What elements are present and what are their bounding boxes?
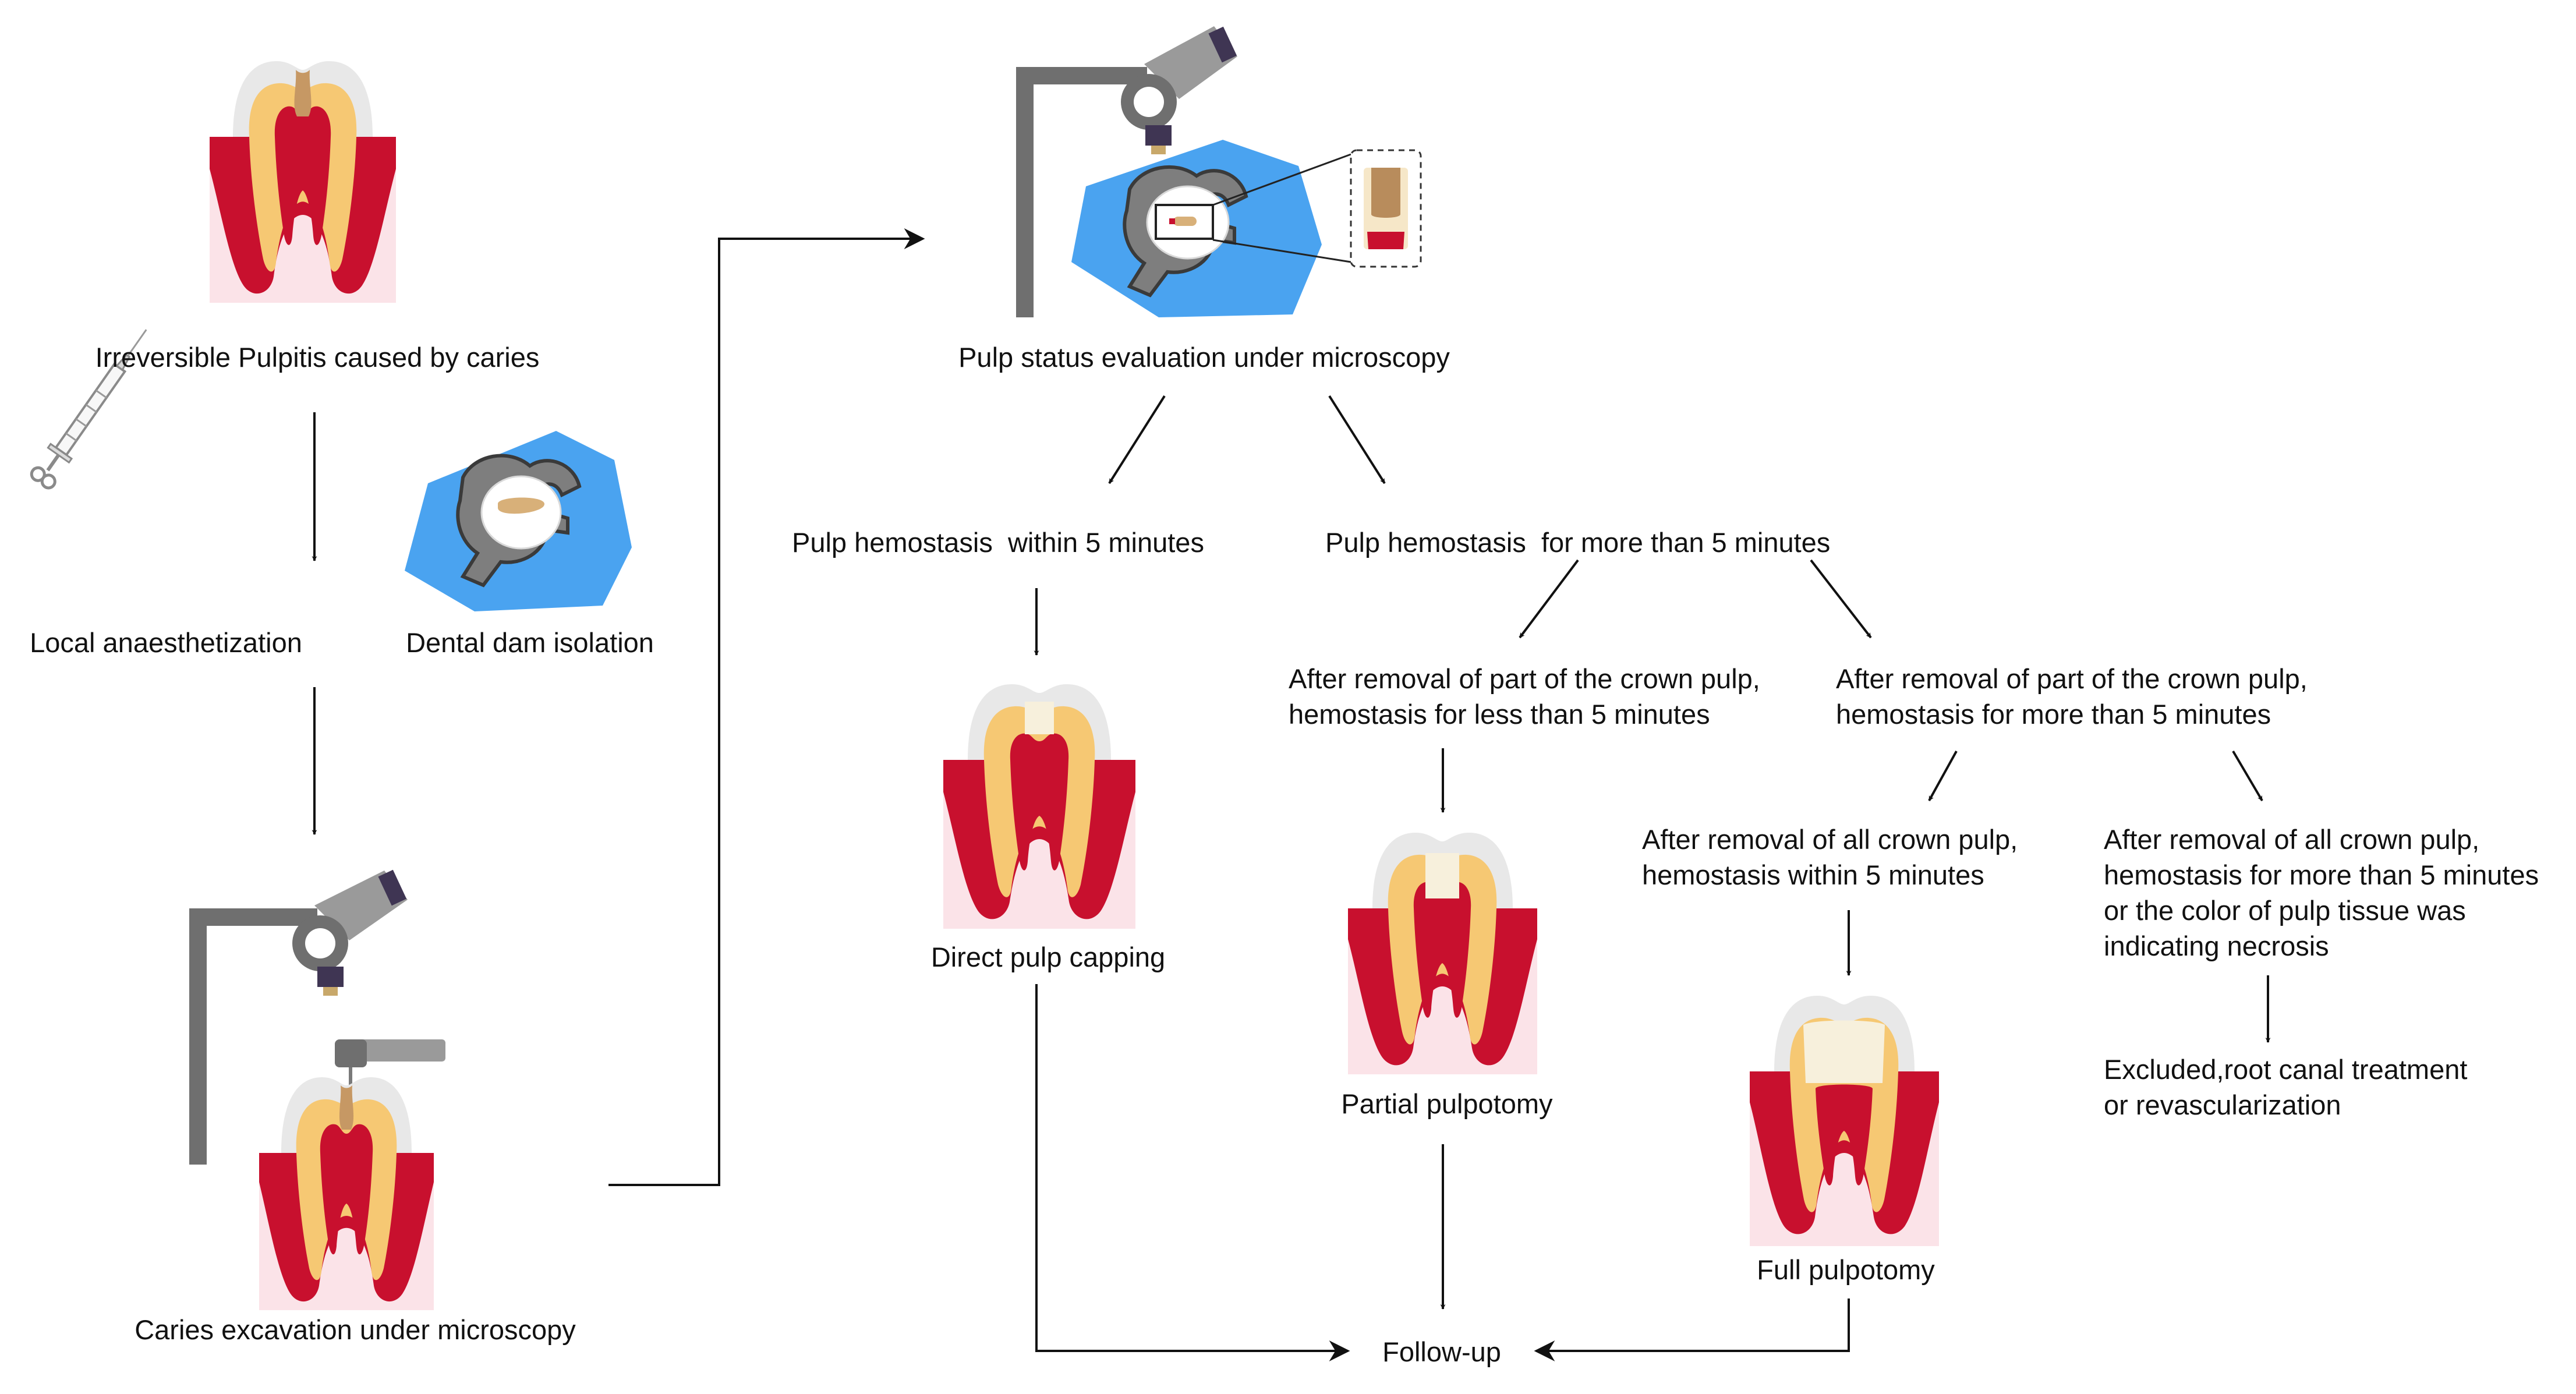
arrow [1108, 395, 1166, 484]
arrow [608, 228, 925, 1186]
label-line: After removal of all crown pulp, [2104, 824, 2479, 855]
label-line: After removal of part of the crown pulp, [1836, 663, 2308, 694]
arrow [1928, 751, 1958, 801]
label-partial-removal-more: After removal of part of the crown pulp,… [1836, 663, 2315, 730]
label-excluded: Excluded,root canal treatment or revascu… [2104, 1054, 2475, 1120]
label-hemostasis-more: Pulp hemostasis for more than 5 minutes [1325, 527, 1830, 558]
label-partial-removal-less: After removal of part of the crown pulp,… [1289, 663, 1768, 730]
label-line: hemostasis for more than 5 minutes [1836, 699, 2271, 730]
label-line: or the color of pulp tissue was [2104, 895, 2466, 926]
label-line: hemostasis for less than 5 minutes [1289, 699, 1710, 730]
label-partial-pulpotomy: Partial pulpotomy [1341, 1088, 1553, 1119]
tooth-caries-icon [259, 1077, 434, 1310]
magnified-cavity-icon [1350, 149, 1422, 268]
arrow [2232, 750, 2263, 802]
label-pulp-status-evaluation: Pulp status evaluation under microscopy [958, 342, 1450, 373]
arrow [1519, 559, 1579, 639]
label-caries-excavation: Caries excavation under microscopy [135, 1314, 576, 1345]
arrow [1534, 1299, 1850, 1361]
tooth-full-pulpotomy-icon [1750, 996, 1939, 1246]
label-follow-up: Follow-up [1382, 1336, 1501, 1367]
arrow [1035, 984, 1350, 1361]
label-full-pulpotomy: Full pulpotomy [1757, 1254, 1935, 1285]
label-local-anaesthetization: Local anaesthetization [30, 627, 302, 658]
label-line: After removal of all crown pulp, [1642, 824, 2018, 855]
label-full-removal-more: After removal of all crown pulp, hemosta… [2104, 824, 2546, 961]
label-line: indicating necrosis [2104, 930, 2329, 961]
label-line: or revascularization [2104, 1089, 2341, 1120]
microscope-icon [189, 869, 408, 1165]
label-line: hemostasis for more than 5 minutes [2104, 859, 2539, 890]
dental-dam-icon [1071, 140, 1322, 317]
tooth-caries-icon [210, 61, 396, 303]
label-hemostasis-within: Pulp hemostasis within 5 minutes [792, 527, 1204, 558]
label-full-removal-within: After removal of all crown pulp, hemosta… [1642, 824, 2025, 890]
label-line: Excluded,root canal treatment [2104, 1054, 2467, 1085]
arrow [1328, 395, 1386, 484]
label-irreversible-pulpitis: Irreversible Pulpitis caused by caries [95, 342, 540, 373]
tooth-partial-pulpotomy-icon [1348, 833, 1537, 1074]
label-direct-pulp-capping: Direct pulp capping [931, 942, 1165, 972]
syringe-icon [30, 329, 147, 490]
microscope-icon [1016, 26, 1237, 317]
zoom-line [1212, 153, 1351, 206]
zoom-line [1212, 239, 1351, 263]
tooth-pulp-capping-icon [943, 684, 1135, 929]
label-line: hemostasis within 5 minutes [1642, 859, 1984, 890]
label-dental-dam-isolation: Dental dam isolation [406, 627, 654, 658]
dental-dam-icon [405, 431, 632, 611]
arrow [1810, 559, 1872, 639]
label-line: After removal of part of the crown pulp, [1289, 663, 1760, 694]
